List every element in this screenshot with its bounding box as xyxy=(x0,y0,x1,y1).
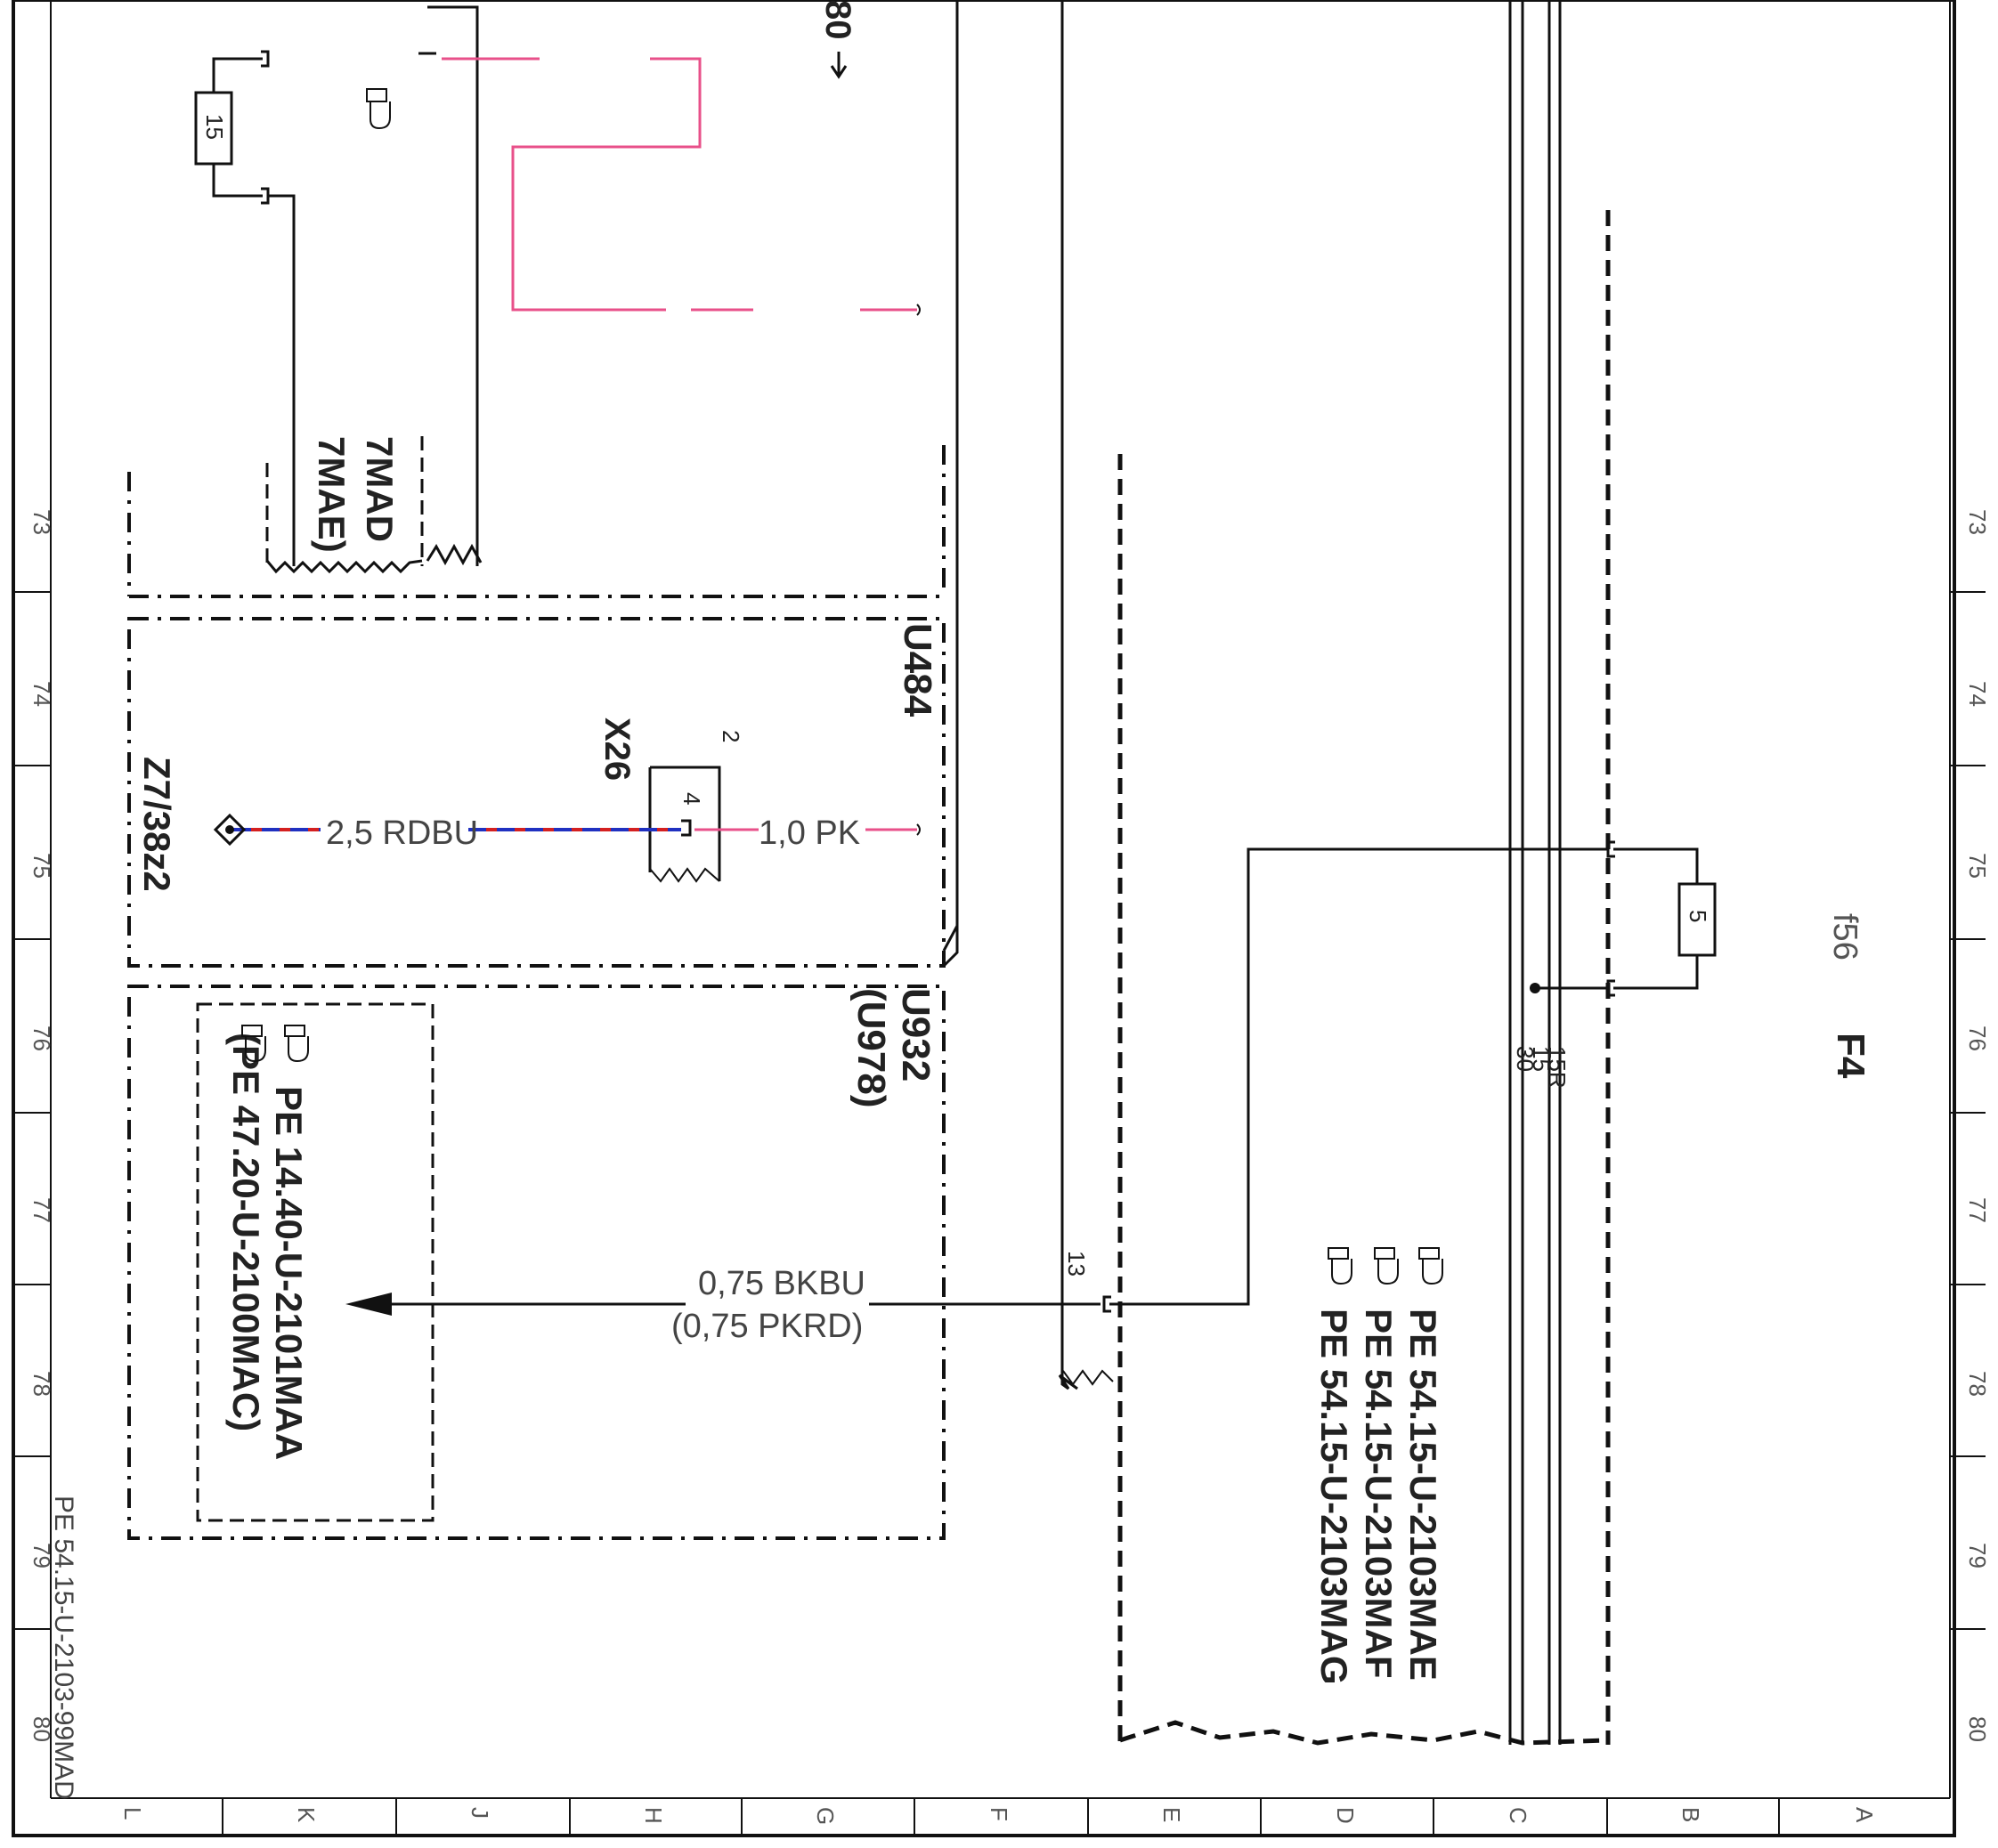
row-ticks-right: 73 74 75 76 77 78 79 80 xyxy=(1964,509,1991,1742)
label-u932: U932 xyxy=(894,988,938,1082)
ref-pe-1440: PE 14.40-U-2101MAA xyxy=(268,1086,310,1460)
pink-route xyxy=(442,57,921,316)
ground-ref: Z7/38z2 xyxy=(136,757,178,892)
col-tick-B: B xyxy=(1677,1807,1704,1822)
ref-pe-2103maf: PE 54.15-U-2103MAF xyxy=(1358,1309,1400,1679)
pointing-hand-icon xyxy=(1374,1247,1399,1285)
col-ticks: L K J H G F E D C B A xyxy=(119,1807,1878,1825)
wire-f-vertical xyxy=(1058,0,1078,1390)
pin-13: 13 xyxy=(1063,1251,1090,1277)
col-tick-A: A xyxy=(1851,1807,1878,1823)
continuation-arrow: 80 xyxy=(818,0,857,79)
ref-pe-4720: (PE 47.20-U-2100MAC) xyxy=(225,1033,267,1431)
fuse-block-name: F4 xyxy=(1829,1033,1872,1079)
fuse-15: 15 xyxy=(194,50,296,566)
row-tick-75-left: 75 xyxy=(28,853,55,879)
ref-7mad: 7MAD xyxy=(359,436,401,542)
row-ticks-left: 73 74 75 76 77 78 79 80 xyxy=(28,509,55,1742)
wire-label-pkrd: (0,75 PKRD) xyxy=(671,1308,863,1345)
pointing-hand-icon xyxy=(1418,1247,1443,1285)
col-tick-J: J xyxy=(467,1807,493,1819)
box-u484: U484 X26 2 4 Z7/38z2 2,5 RDBU 1,0 PK xyxy=(127,445,959,968)
fuse-id: f56 xyxy=(1826,913,1864,960)
ref-7mae: 7MAE) xyxy=(311,436,353,553)
fuse-block: 15R 15 30 5 13 f56 F4 PE 54.15-U-2103MAE… xyxy=(1063,0,1872,1746)
row-tick-73-left: 73 xyxy=(28,509,55,535)
row-tick-77-left: 77 xyxy=(28,1197,55,1223)
wire-top-j xyxy=(427,5,479,566)
ref-pe-2103mag: PE 54.15-U-2103MAG xyxy=(1313,1309,1355,1685)
row-tick-76-left: 76 xyxy=(28,1025,55,1051)
col-tick-K: K xyxy=(293,1807,320,1823)
col-tick-F: F xyxy=(986,1807,1012,1821)
col-tick-H: H xyxy=(640,1807,667,1824)
ref-pe-2103mae: PE 54.15-U-2103MAE xyxy=(1402,1309,1444,1681)
wire-long-vertical xyxy=(942,0,959,952)
page-ref: PE 54.15-U-2103-99MAD xyxy=(49,1495,78,1800)
frame-outer xyxy=(12,0,1956,1837)
col-tick-D: D xyxy=(1332,1807,1359,1824)
svg-text:15: 15 xyxy=(201,114,228,140)
wire-label-pk: 1,0 PK xyxy=(759,815,860,852)
label-u484: U484 xyxy=(896,623,939,717)
wire-break-mark xyxy=(1062,1369,1114,1386)
pin-4: 4 xyxy=(678,792,705,805)
pointing-hand-icon xyxy=(241,1025,266,1063)
wire-label-rdbu: 2,5 RDBU xyxy=(326,815,478,852)
row-tick-80-left: 80 xyxy=(28,1716,55,1742)
arrow-head-icon xyxy=(345,1293,392,1316)
row-tick-78-left: 78 xyxy=(28,1371,55,1397)
row-tick-75-right: 75 xyxy=(1964,853,1991,879)
top-box: 7MAD 7MAE) xyxy=(265,436,483,574)
row-tick-74-right: 74 xyxy=(1964,681,1991,707)
wire-label-bkbu: 0,75 BKBU xyxy=(698,1265,865,1302)
label-x26: X26 xyxy=(597,717,637,781)
row-dividers xyxy=(13,591,1986,1630)
col-tick-E: E xyxy=(1158,1807,1185,1822)
col-tick-G: G xyxy=(812,1807,839,1825)
row-tick-78-right: 78 xyxy=(1964,1371,1991,1397)
box-u932: U932 (U978) PE 14.40-U-2101MAA (PE 47.20… xyxy=(127,985,1101,1540)
continuation-ref: 80 xyxy=(818,0,857,40)
row-tick-73-right: 73 xyxy=(1964,509,1991,535)
ground-icon xyxy=(213,813,247,847)
pointing-hand-icon xyxy=(1328,1247,1352,1285)
bus-label-15r: 15R xyxy=(1544,1046,1571,1089)
row-tick-79-right: 79 xyxy=(1964,1543,1991,1568)
label-u978: (U978) xyxy=(849,988,893,1108)
col-tick-C: C xyxy=(1505,1807,1531,1824)
row-tick-79-left: 79 xyxy=(28,1543,55,1568)
row-tick-77-right: 77 xyxy=(1964,1197,1991,1223)
row-tick-74-left: 74 xyxy=(28,681,55,707)
bus-label-30: 30 xyxy=(1512,1046,1539,1072)
col-tick-L: L xyxy=(119,1807,146,1820)
row-tick-76-right: 76 xyxy=(1964,1025,1991,1051)
pin-2: 2 xyxy=(718,730,744,742)
bus-label-15: 15 xyxy=(1528,1046,1555,1072)
fuse-value: 5 xyxy=(1685,910,1711,922)
row-tick-80-right: 80 xyxy=(1964,1716,1991,1742)
pointing-hand-icon xyxy=(284,1025,309,1063)
pointing-hand-icon xyxy=(366,88,391,130)
col-dividers xyxy=(222,1798,1780,1836)
